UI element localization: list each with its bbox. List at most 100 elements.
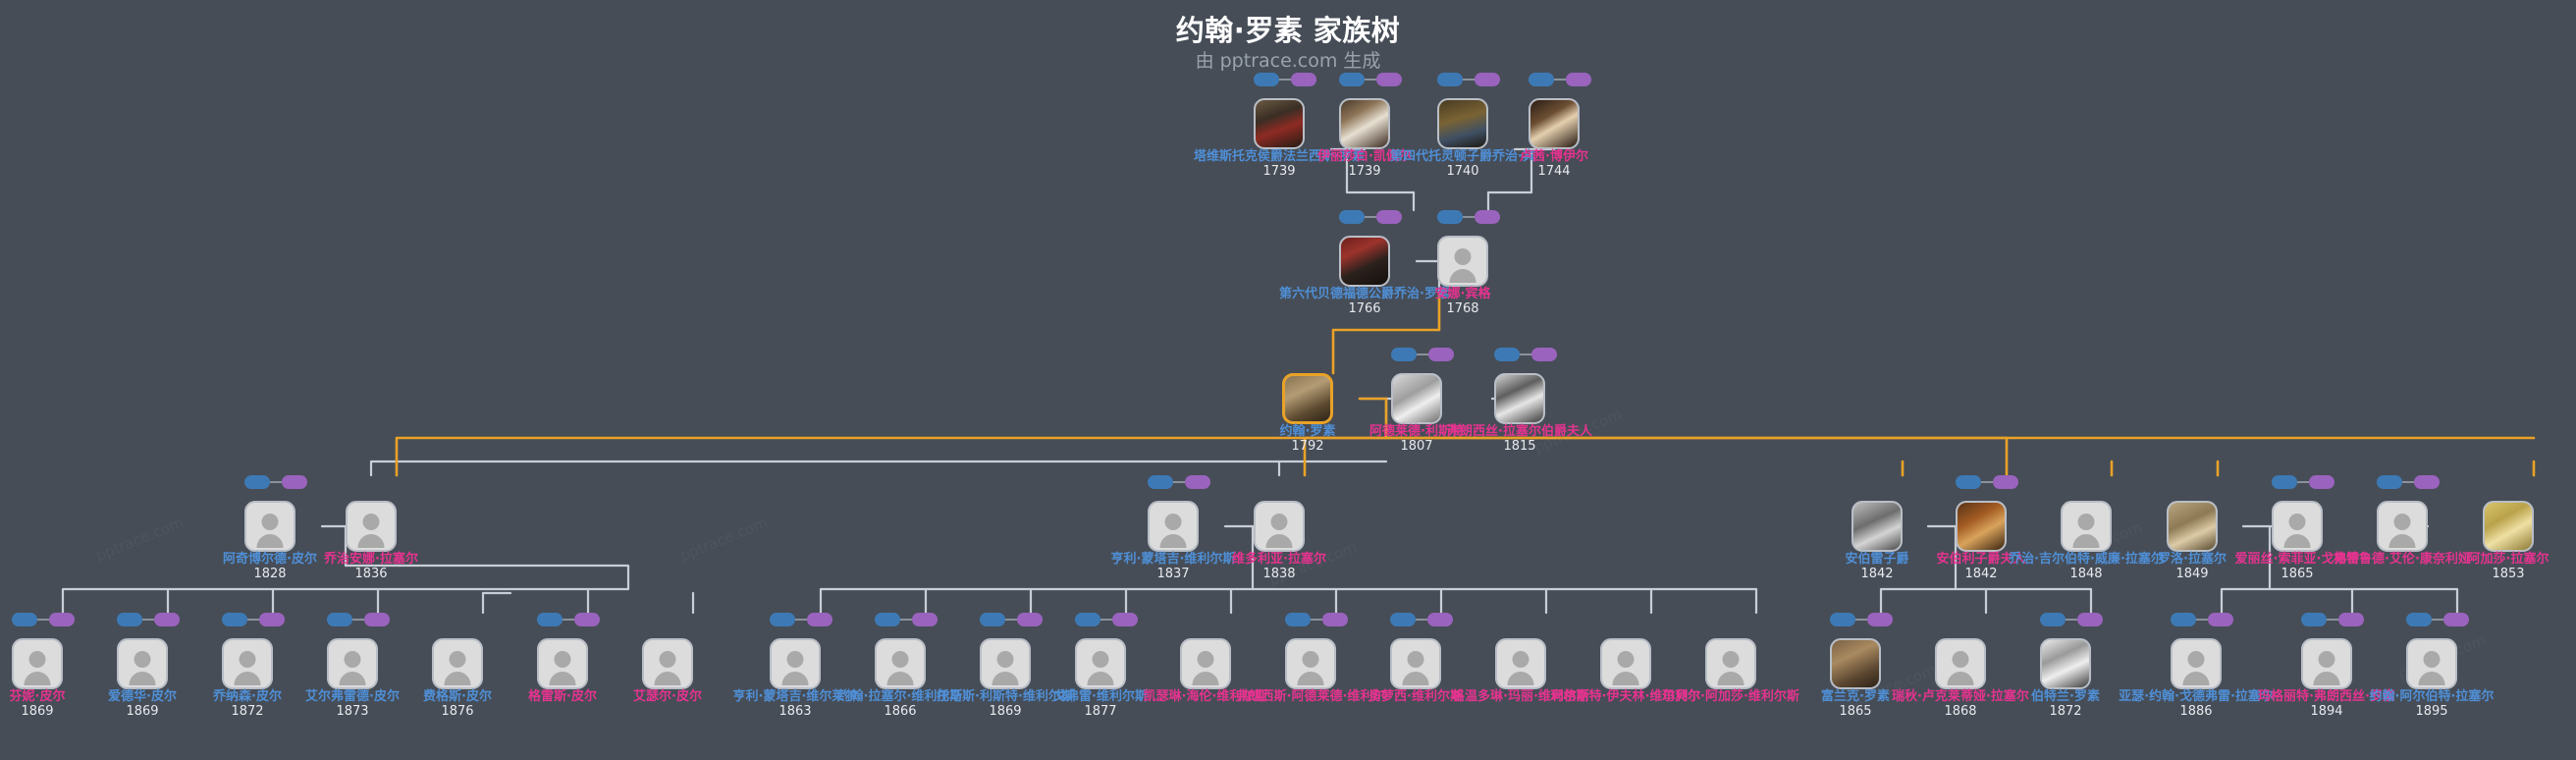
male-chip-icon[interactable]	[980, 613, 1005, 626]
gender-chip-pair[interactable]	[1254, 73, 1316, 86]
male-chip-icon[interactable]	[1075, 613, 1100, 626]
person-portrait[interactable]	[1494, 373, 1545, 424]
gender-chip-pair[interactable]	[1494, 348, 1557, 361]
gender-chip-pair[interactable]	[770, 613, 832, 626]
female-chip-icon[interactable]	[2414, 475, 2440, 489]
person-avatar-placeholder[interactable]	[432, 638, 483, 689]
person-portrait[interactable]	[1391, 373, 1442, 424]
male-chip-icon[interactable]	[875, 613, 900, 626]
female-chip-icon[interactable]	[49, 613, 75, 626]
gender-chip-pair[interactable]	[537, 613, 600, 626]
person-node[interactable]: 格温多琳·玛丽·维利尔斯	[1452, 638, 1589, 704]
female-chip-icon[interactable]	[574, 613, 600, 626]
male-chip-icon[interactable]	[1339, 73, 1365, 86]
gender-chip-pair[interactable]	[2040, 613, 2103, 626]
male-chip-icon[interactable]	[117, 613, 142, 626]
male-chip-icon[interactable]	[222, 613, 247, 626]
male-chip-icon[interactable]	[1390, 613, 1416, 626]
person-node[interactable]: 格雷斯·皮尔	[528, 638, 597, 704]
female-chip-icon[interactable]	[1566, 73, 1591, 86]
female-chip-icon[interactable]	[1112, 613, 1138, 626]
female-chip-icon[interactable]	[2309, 475, 2334, 489]
gender-chip-pair[interactable]	[2171, 613, 2233, 626]
person-portrait[interactable]	[1956, 501, 2007, 552]
person-avatar-placeholder[interactable]	[2377, 501, 2428, 552]
female-chip-icon[interactable]	[2338, 613, 2364, 626]
male-chip-icon[interactable]	[1148, 475, 1173, 489]
gender-chip-pair[interactable]	[1956, 475, 2018, 489]
gender-chip-pair[interactable]	[1339, 210, 1402, 224]
person-portrait[interactable]	[1339, 98, 1390, 149]
person-avatar-placeholder[interactable]	[642, 638, 693, 689]
person-avatar-placeholder[interactable]	[1935, 638, 1986, 689]
male-chip-icon[interactable]	[2272, 475, 2297, 489]
gender-chip-pair[interactable]	[2301, 613, 2364, 626]
male-chip-icon[interactable]	[2406, 613, 2432, 626]
male-chip-icon[interactable]	[770, 613, 795, 626]
female-chip-icon[interactable]	[2208, 613, 2233, 626]
female-chip-icon[interactable]	[1531, 348, 1557, 361]
person-portrait[interactable]	[1852, 501, 1903, 552]
person-avatar-placeholder[interactable]	[1075, 638, 1126, 689]
person-node[interactable]: 弗朗西斯·阿德莱德·维利尔	[1236, 638, 1385, 704]
female-chip-icon[interactable]	[364, 613, 390, 626]
female-chip-icon[interactable]	[1475, 73, 1500, 86]
person-portrait[interactable]	[2483, 501, 2534, 552]
person-node[interactable]: 玛贝尔·阿加莎·维利尔斯	[1662, 638, 1799, 704]
person-avatar-placeholder[interactable]	[244, 501, 295, 552]
male-chip-icon[interactable]	[1391, 348, 1417, 361]
gender-chip-pair[interactable]	[244, 475, 307, 489]
person-avatar-placeholder[interactable]	[117, 638, 168, 689]
male-chip-icon[interactable]	[1285, 613, 1311, 626]
person-avatar-placeholder[interactable]	[12, 638, 63, 689]
person-avatar-placeholder[interactable]	[1285, 638, 1336, 689]
person-portrait[interactable]	[1437, 98, 1488, 149]
male-chip-icon[interactable]	[2171, 613, 2196, 626]
male-chip-icon[interactable]	[1437, 210, 1463, 224]
person-node[interactable]: 多萝西·维利尔斯	[1368, 638, 1463, 704]
person-avatar-placeholder[interactable]	[2061, 501, 2112, 552]
person-avatar-placeholder[interactable]	[1705, 638, 1756, 689]
person-avatar-placeholder[interactable]	[1180, 638, 1231, 689]
female-chip-icon[interactable]	[1376, 73, 1402, 86]
person-node[interactable]: 艾瑟尔·皮尔	[633, 638, 702, 704]
female-chip-icon[interactable]	[1867, 613, 1893, 626]
person-portrait[interactable]	[1529, 98, 1580, 149]
female-chip-icon[interactable]	[2077, 613, 2103, 626]
female-chip-icon[interactable]	[1427, 613, 1453, 626]
male-chip-icon[interactable]	[12, 613, 37, 626]
person-avatar-placeholder[interactable]	[537, 638, 588, 689]
female-chip-icon[interactable]	[1291, 73, 1316, 86]
person-avatar-placeholder[interactable]	[346, 501, 397, 552]
female-chip-icon[interactable]	[1428, 348, 1454, 361]
gender-chip-pair[interactable]	[1437, 73, 1500, 86]
male-chip-icon[interactable]	[1254, 73, 1279, 86]
person-avatar-placeholder[interactable]	[1254, 501, 1305, 552]
person-avatar-placeholder[interactable]	[1390, 638, 1441, 689]
person-avatar-placeholder[interactable]	[1437, 236, 1488, 287]
person-portrait[interactable]	[2167, 501, 2218, 552]
female-chip-icon[interactable]	[807, 613, 832, 626]
male-chip-icon[interactable]	[1956, 475, 1981, 489]
person-avatar-placeholder[interactable]	[1148, 501, 1199, 552]
person-avatar-placeholder[interactable]	[875, 638, 926, 689]
gender-chip-pair[interactable]	[2377, 475, 2440, 489]
female-chip-icon[interactable]	[1993, 475, 2018, 489]
person-avatar-placeholder[interactable]	[2301, 638, 2352, 689]
male-chip-icon[interactable]	[2377, 475, 2402, 489]
